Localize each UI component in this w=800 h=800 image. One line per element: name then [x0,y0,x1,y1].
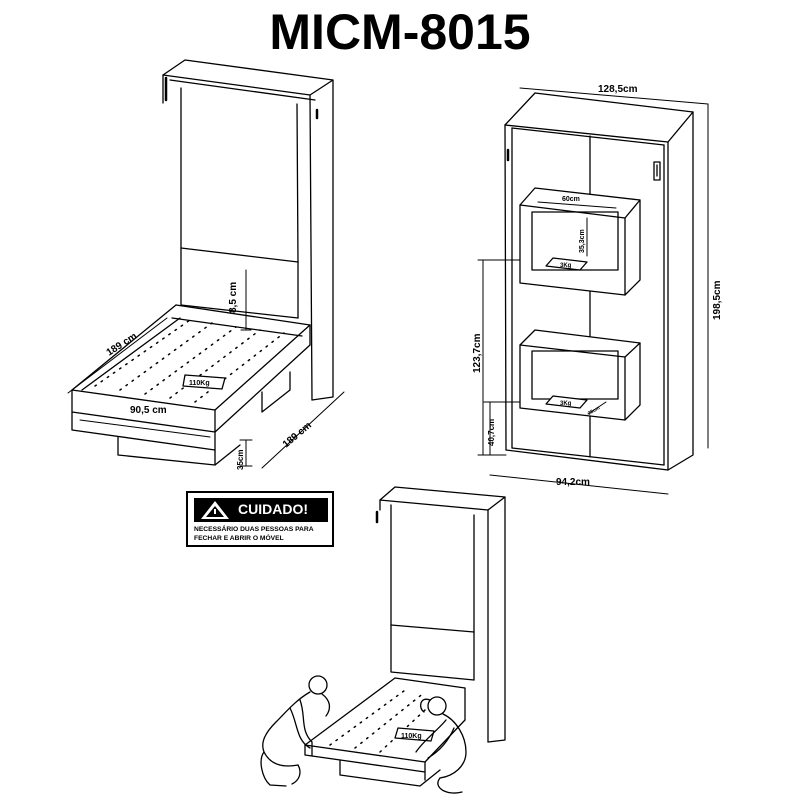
lower-shelf-depth-label: 28cm [587,405,602,417]
page-title: MICM-8015 [269,4,531,60]
left-bed-height-label: 8,5 cm [228,282,239,313]
mid-height-label: 123,7cm [472,333,483,373]
right-bottom-width-label: 94,2cm [556,477,590,488]
warning-heading: CUIDADO! [238,501,308,517]
left-open-bed-drawing [71,59,334,466]
shelf-width-label: 60cm [562,196,580,203]
person-right-figure [415,696,467,794]
left-bed-length-label: 189 cm [105,331,140,359]
left-dimension-lines [67,269,345,469]
right-top-width-label: 128,5cm [598,84,638,95]
low-height-label: 40,7cm [487,419,496,446]
warning-line-1: NECESSÁRIO DUAS PESSOAS PARA [194,526,314,533]
right-closed-cabinet-drawing [504,92,694,471]
warning-message: NECESSÁRIO DUAS PESSOAS PARA FECHAR E AB… [194,525,314,543]
warning-sign: CUIDADO! NECESSÁRIO DUAS PESSOAS PARA FE… [186,491,334,547]
right-height-label: 198,5cm [712,280,723,320]
left-load-label: 110Kg [189,380,210,387]
bottom-lowering-drawing [260,486,506,794]
shelf-height-label: 35,3cm [579,229,586,253]
left-bed-width-label: 90,5 cm [130,405,167,416]
lower-shelf-load-label: 3Kg [560,401,572,407]
warning-header: CUIDADO! [194,498,328,522]
warning-triangle-icon [201,501,229,519]
bottom-load-label: 110Kg [401,733,422,740]
upper-shelf-load-label: 3Kg [560,263,572,269]
left-leg-height-label: 35cm [236,450,245,470]
right-dimension-lines [477,87,709,495]
person-left-figure [260,675,331,787]
left-bed-depth-label: 189 cm [281,420,314,450]
warning-line-2: FECHAR E ABRIR O MÓVEL [194,535,284,542]
